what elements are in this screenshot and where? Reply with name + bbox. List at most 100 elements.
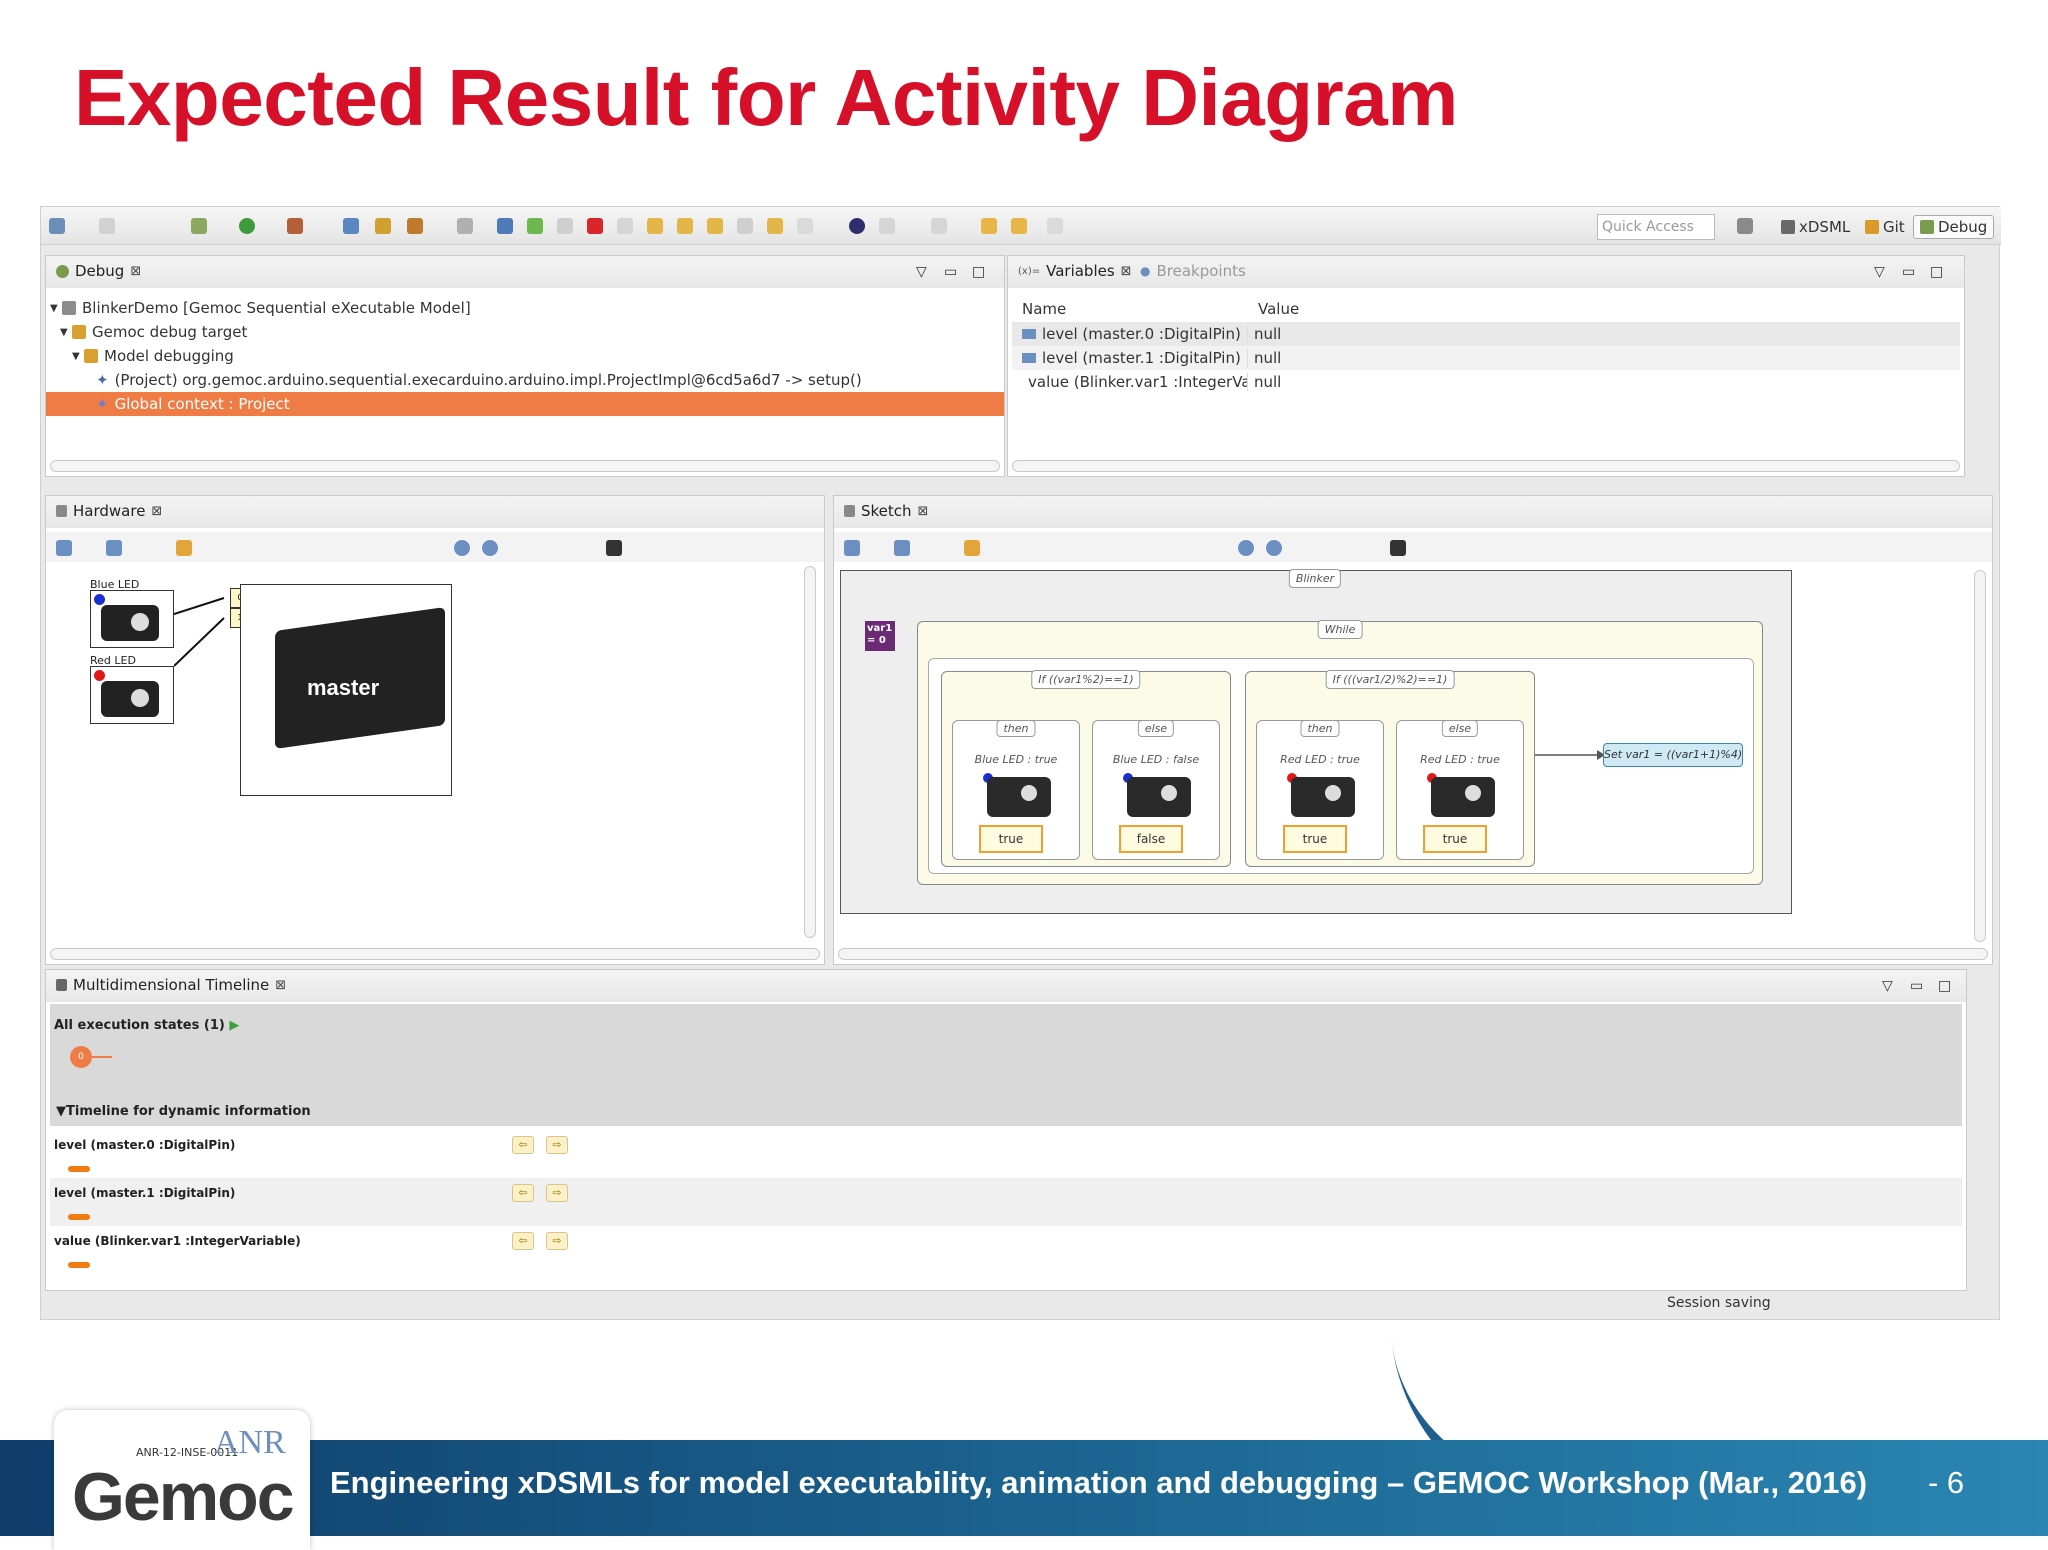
timeline-row[interactable]: value (Blinker.var1 :IntegerVariable)⇦⇨ — [50, 1226, 1962, 1274]
annotation-next-icon[interactable] — [931, 218, 947, 234]
next-value-icon[interactable]: ⇨ — [546, 1136, 568, 1154]
minimize-icon[interactable]: ▭ — [944, 264, 958, 280]
timeline-row[interactable]: level (master.0 :DigitalPin)⇦⇨ — [50, 1130, 1962, 1178]
skip-breakpoints-icon[interactable] — [497, 218, 513, 234]
zoom-in-icon[interactable] — [454, 540, 470, 556]
last-edit-icon[interactable] — [981, 218, 997, 234]
open-perspective-icon[interactable] — [1737, 218, 1753, 234]
maximize-icon[interactable]: □ — [1938, 978, 1952, 994]
horizontal-scrollbar[interactable] — [50, 948, 820, 960]
step-into-icon[interactable] — [647, 218, 663, 234]
back-icon[interactable] — [1011, 218, 1027, 234]
close-icon[interactable]: ⊠ — [275, 977, 287, 993]
column-header-name[interactable]: Name — [1022, 300, 1067, 318]
tab-sketch[interactable]: Sketch⊠ — [834, 496, 938, 526]
perspective-xdsml[interactable]: xDSML — [1775, 215, 1856, 239]
refresh-icon[interactable] — [964, 540, 980, 556]
close-icon[interactable]: ⊠ — [1120, 263, 1132, 279]
save-icon[interactable] — [99, 218, 115, 234]
vertical-scrollbar[interactable] — [1974, 570, 1986, 942]
tab-variables[interactable]: (x)=Variables⊠ — [1008, 256, 1142, 286]
blue-led[interactable] — [90, 590, 174, 648]
backward-step-icon[interactable] — [797, 218, 813, 234]
run-icon[interactable] — [239, 218, 255, 234]
camera-icon[interactable] — [606, 540, 622, 556]
expand-icon[interactable]: ▼ — [50, 302, 58, 314]
search-tool-icon[interactable] — [407, 218, 423, 234]
value-bar[interactable] — [68, 1262, 90, 1268]
quick-access-input[interactable]: Quick Access — [1597, 214, 1715, 240]
tree-item-selected[interactable]: ✦Global context : Project — [46, 392, 1004, 416]
set-action[interactable]: Set var1 = ((var1+1)%4) — [1603, 743, 1743, 767]
tree-item[interactable]: ▼Model debugging — [46, 344, 1004, 368]
debug-icon[interactable] — [191, 218, 207, 234]
filter-icon[interactable] — [894, 540, 910, 556]
tab-timeline[interactable]: Multidimensional Timeline⊠ — [46, 970, 296, 1000]
value-bar[interactable] — [68, 1166, 90, 1172]
minimize-icon[interactable]: ▭ — [1902, 264, 1916, 280]
view-menu-icon[interactable]: ▽ — [916, 264, 927, 280]
zoom-in-icon[interactable] — [1238, 540, 1254, 556]
close-icon[interactable]: ⊠ — [151, 503, 163, 519]
tab-debug[interactable]: Debug⊠ — [46, 256, 151, 286]
arduino-board[interactable]: master — [240, 584, 452, 796]
step-filters-icon[interactable] — [737, 218, 753, 234]
new-icon[interactable] — [49, 218, 65, 234]
perspective-git[interactable]: Git — [1859, 215, 1911, 239]
tree-item[interactable]: ▼BlinkerDemo [Gemoc Sequential eXecutabl… — [46, 296, 1004, 320]
arrange-icon[interactable] — [844, 540, 860, 556]
close-icon[interactable]: ⊠ — [130, 263, 142, 279]
timeline-row[interactable]: level (master.1 :DigitalPin)⇦⇨ — [50, 1178, 1962, 1226]
next-value-icon[interactable]: ⇨ — [546, 1232, 568, 1250]
step-back-icon[interactable] — [767, 218, 783, 234]
red-led[interactable] — [90, 666, 174, 724]
blinker-sketch[interactable]: Blinker var1 = 0 While If ((var1%2)==1) … — [840, 569, 1792, 914]
ball-icon[interactable] — [849, 218, 865, 234]
open-task-icon[interactable] — [375, 218, 391, 234]
table-row[interactable]: level (master.0 :DigitalPin)null — [1012, 322, 1960, 346]
maximize-icon[interactable]: □ — [1930, 264, 1944, 280]
variable-declaration[interactable]: var1 = 0 — [865, 621, 895, 651]
horizontal-scrollbar[interactable] — [1012, 460, 1960, 472]
minimize-icon[interactable]: ▭ — [1910, 978, 1924, 994]
dynamic-info-header[interactable]: ▼Timeline for dynamic information — [56, 1104, 311, 1119]
step-over-icon[interactable] — [677, 218, 693, 234]
zoom-out-icon[interactable] — [482, 540, 498, 556]
perspective-debug[interactable]: Debug — [1913, 215, 1995, 239]
suspend-icon[interactable] — [557, 218, 573, 234]
expand-icon[interactable]: ▼ — [72, 350, 80, 362]
view-menu-icon[interactable]: ▽ — [1874, 264, 1885, 280]
next-value-icon[interactable]: ⇨ — [546, 1184, 568, 1202]
tab-hardware[interactable]: Hardware⊠ — [46, 496, 172, 526]
horizontal-scrollbar[interactable] — [50, 460, 1000, 472]
value-bar[interactable] — [68, 1214, 90, 1220]
previous-value-icon[interactable]: ⇦ — [512, 1232, 534, 1250]
maximize-icon[interactable]: □ — [972, 264, 986, 280]
previous-value-icon[interactable]: ⇦ — [512, 1184, 534, 1202]
view-menu-icon[interactable]: ▽ — [1882, 978, 1893, 994]
previous-value-icon[interactable]: ⇦ — [512, 1136, 534, 1154]
terminate-icon[interactable] — [587, 218, 603, 234]
drop-to-frame-icon[interactable] — [457, 218, 473, 234]
play-icon[interactable]: ▶ — [229, 1018, 240, 1033]
forward-icon[interactable] — [1047, 218, 1063, 234]
expand-icon[interactable]: ▼ — [60, 326, 68, 338]
camera-icon[interactable] — [1390, 540, 1406, 556]
column-header-value[interactable]: Value — [1258, 300, 1300, 318]
horizontal-scrollbar[interactable] — [838, 948, 1988, 960]
tree-item[interactable]: ▼Gemoc debug target — [46, 320, 1004, 344]
external-tools-icon[interactable] — [287, 218, 303, 234]
open-type-icon[interactable] — [343, 218, 359, 234]
vertical-scrollbar[interactable] — [804, 566, 816, 938]
annotation-icon[interactable] — [879, 218, 895, 234]
resume-icon[interactable] — [527, 218, 543, 234]
tree-item[interactable]: ✦(Project) org.gemoc.arduino.sequential.… — [46, 368, 1004, 392]
